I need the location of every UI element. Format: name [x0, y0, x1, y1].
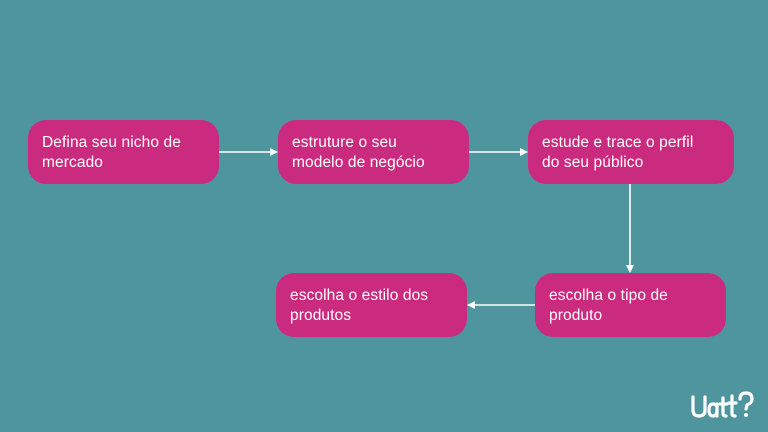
flow-step-audience-profile: estude e trace o perfil do seu público: [528, 120, 734, 184]
flow-step-text-line: modelo de negócio: [292, 154, 425, 171]
flow-step-text-line: produto: [549, 307, 603, 324]
flow-step-business-model: estruture o seu modelo de negócio: [278, 120, 469, 184]
flow-step-product-style: escolha o estilo dos produtos: [276, 273, 467, 337]
flow-step-product-type: escolha o tipo de produto: [535, 273, 726, 337]
flow-step-text-line: Defina seu nicho de: [42, 134, 181, 151]
flow-step-text-line: do seu público: [542, 154, 644, 171]
flow-step-text-line: mercado: [42, 154, 104, 171]
flow-step-text-line: escolha o estilo dos: [290, 287, 429, 304]
flow-step-niche: Defina seu nicho de mercado: [28, 120, 219, 184]
flow-step-text-line: escolha o tipo de: [549, 287, 668, 304]
flow-step-text-line: estruture o seu: [292, 134, 397, 151]
flow-step-text-line: estude e trace o perfil: [542, 134, 694, 151]
brand-logo: [691, 391, 754, 418]
flow-step-text-line: produtos: [290, 307, 352, 324]
